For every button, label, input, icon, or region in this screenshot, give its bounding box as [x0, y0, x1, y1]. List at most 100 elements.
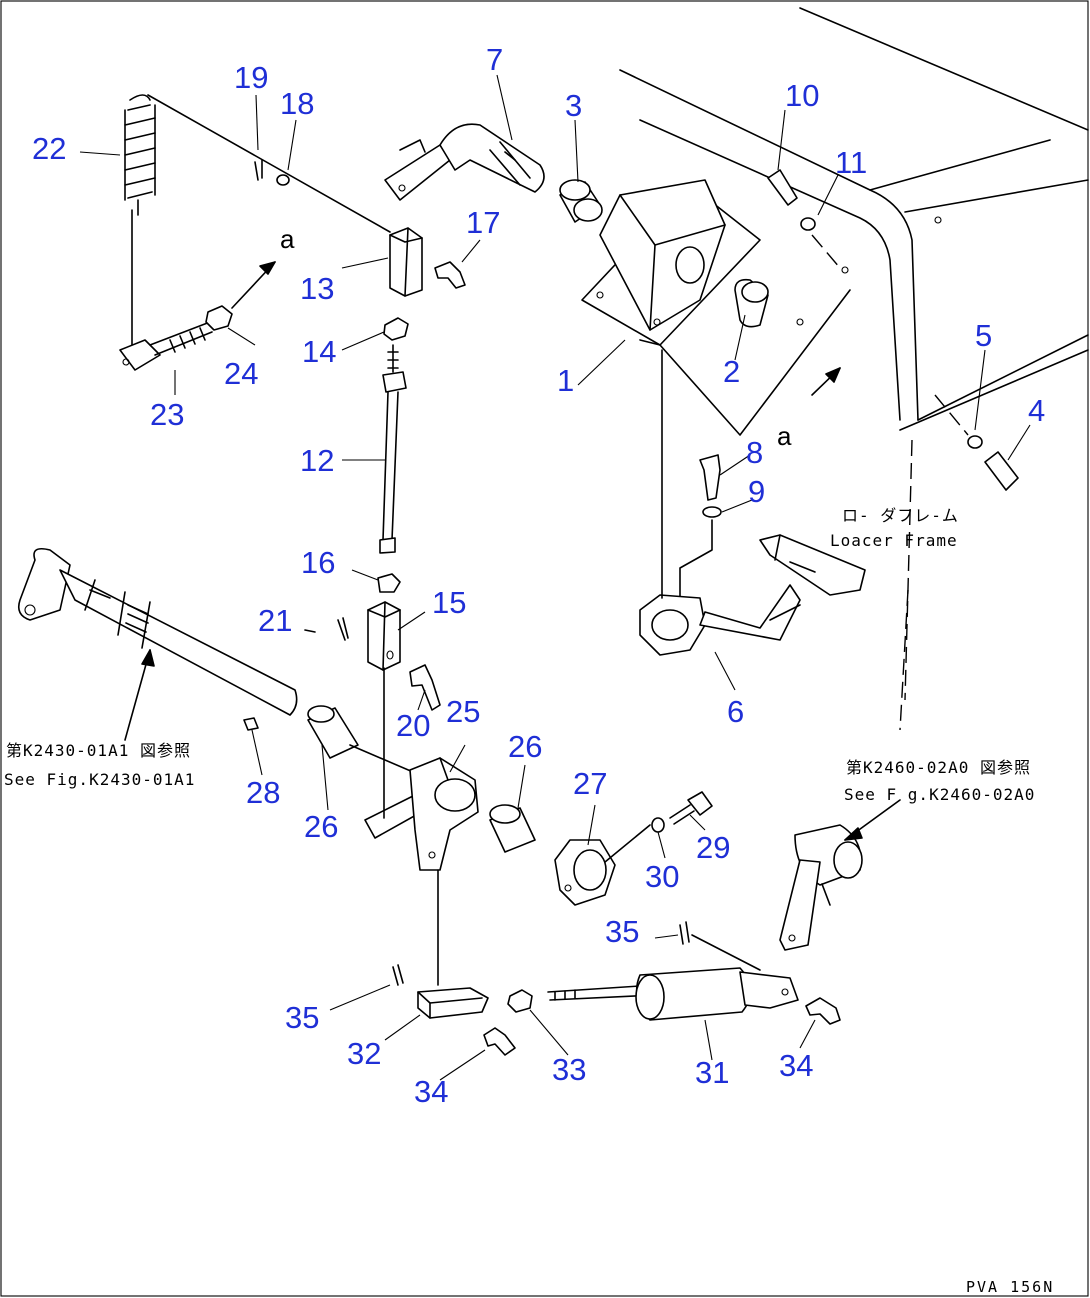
callout-21: 21	[258, 603, 292, 638]
clevis-part-13	[389, 227, 423, 297]
note-fig-left-jp: 第K2430-01A1 図参照	[6, 741, 191, 760]
bushing-part-26-left	[307, 705, 359, 759]
bolt-part-4	[984, 451, 1019, 491]
leader-11	[811, 234, 841, 269]
callout-28: 28	[246, 775, 280, 810]
bracket-part-1	[581, 179, 761, 346]
callout-6: 6	[727, 694, 744, 729]
ref-letter-a-right: a	[777, 421, 792, 451]
callout-26-left: 26	[304, 809, 338, 844]
cylinder-part-31	[547, 967, 799, 1021]
key-part-28	[243, 717, 259, 731]
pin-part-34-left	[483, 1027, 516, 1056]
callout-22: 22	[32, 131, 66, 166]
bolt-part-8	[699, 454, 721, 501]
nut-part-16	[377, 573, 401, 593]
callout-18: 18	[280, 86, 314, 121]
callout-15: 15	[432, 585, 466, 620]
pin-part-20	[409, 664, 441, 711]
leader-35-31	[691, 934, 761, 971]
pin-part-17	[434, 261, 466, 289]
callout-30: 30	[645, 859, 679, 894]
callout-26-right: 26	[508, 729, 542, 764]
leader-26-25	[349, 744, 421, 776]
callout-35-right: 35	[605, 914, 639, 949]
callout-13: 13	[300, 271, 334, 306]
spring-part-22	[124, 94, 156, 346]
callout-1: 1	[557, 363, 574, 398]
nut-part-24	[205, 305, 233, 331]
loader-frame	[619, 7, 1089, 731]
bushing-part-3	[559, 179, 603, 223]
callout-9: 9	[748, 474, 765, 509]
callout-numbers: 1 2 3 4 5 6 7 8 9 10 11 12 13 14 15 16 1…	[32, 42, 1045, 1109]
bushing-part-2	[734, 278, 769, 328]
callout-35-left: 35	[285, 1000, 319, 1035]
callout-17: 17	[466, 205, 500, 240]
cotter-part-35-left	[392, 964, 404, 986]
cotter-part-21	[304, 617, 349, 641]
note-fig-right-en: See F g.K2460-02A0	[844, 785, 1035, 804]
pedal-part-6	[639, 534, 866, 656]
note-loader-frame-en: Loacer Frame	[830, 531, 958, 550]
lever-external-right	[779, 824, 863, 951]
callout-11: 11	[835, 145, 867, 180]
note-fig-right-jp: 第K2460-02A0 図参照	[846, 758, 1031, 777]
lever-part-25	[364, 757, 479, 871]
washer-part-11	[800, 217, 816, 231]
lockwasher-part-9	[702, 506, 722, 518]
callout-4: 4	[1028, 393, 1045, 428]
note-fig-left-en: See Fig.K2430-01A1	[4, 770, 195, 789]
shaft-assembly	[17, 547, 298, 716]
rod-part-23	[119, 321, 213, 371]
cotter-part-19	[254, 159, 263, 181]
callout-12: 12	[300, 443, 334, 478]
bolt-part-29	[669, 791, 713, 825]
callout-3: 3	[565, 88, 582, 123]
callout-14: 14	[302, 334, 336, 369]
leader-5	[934, 394, 969, 436]
pin-part-34-right	[805, 997, 841, 1025]
clevis-part-15	[367, 601, 401, 671]
bolt-part-10	[767, 169, 798, 206]
callout-19: 19	[234, 60, 268, 95]
nut-part-14	[383, 317, 409, 341]
note-loader-frame-jp: ロ- ダフレ-ム	[842, 506, 959, 525]
callout-20: 20	[396, 708, 430, 743]
lockwasher-part-30	[651, 817, 665, 833]
callout-27: 27	[573, 766, 607, 801]
bearing-part-27	[554, 839, 616, 906]
callout-16: 16	[301, 545, 335, 580]
callout-34-left: 34	[414, 1074, 448, 1109]
callout-34-right: 34	[779, 1048, 813, 1083]
callout-33: 33	[552, 1052, 586, 1087]
callout-25: 25	[446, 694, 480, 729]
callout-2: 2	[723, 354, 740, 389]
callout-7: 7	[486, 42, 503, 77]
lever-part-7	[384, 123, 545, 201]
callout-24: 24	[224, 356, 258, 391]
clevis-part-32	[417, 987, 489, 1019]
nut-part-33	[507, 989, 533, 1013]
bushing-part-26-right	[489, 804, 536, 853]
callout-leaders	[79, 74, 1031, 1081]
leader-27-30	[604, 824, 651, 863]
cotter-part-35-right	[679, 921, 690, 945]
drawing-code: PVA 156N	[966, 1278, 1054, 1296]
callout-10: 10	[785, 78, 819, 113]
callout-5: 5	[975, 318, 992, 353]
callout-32: 32	[347, 1036, 381, 1071]
rod-part-12	[379, 344, 407, 554]
callout-31: 31	[695, 1055, 729, 1090]
ref-letter-a-left: a	[280, 224, 295, 254]
callout-8: 8	[746, 435, 763, 470]
washer-part-5	[967, 435, 983, 449]
callout-23: 23	[150, 397, 184, 432]
leader-22-13	[147, 94, 391, 233]
callout-29: 29	[696, 830, 730, 865]
washer-part-18	[276, 174, 290, 186]
leader-a-right	[659, 289, 851, 436]
